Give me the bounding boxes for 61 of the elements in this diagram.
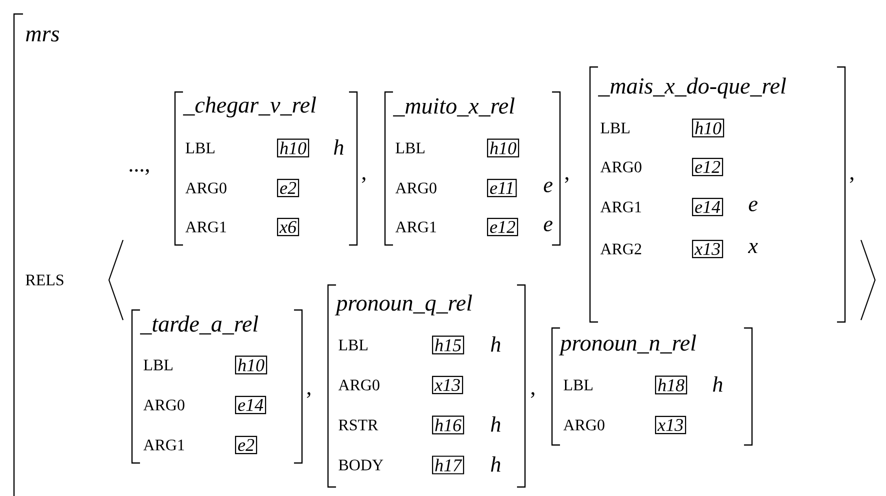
sort-label: h: [491, 336, 500, 352]
tag-box: e14: [692, 198, 724, 216]
tag-box: h10: [487, 138, 520, 158]
feature-name: RSTR: [338, 420, 378, 430]
feature-name: ARG2: [600, 244, 642, 254]
comma: ,: [307, 392, 310, 398]
type-name: pronoun_n_rel: [558, 334, 696, 356]
tag-box: h17: [432, 456, 464, 474]
comma: ,: [565, 177, 568, 183]
feature-name: ARG0: [600, 162, 642, 172]
feature-name: LBL: [186, 142, 214, 154]
comma: ,: [531, 392, 534, 398]
type-name: mrs: [26, 30, 59, 42]
feature-name: LBL: [396, 142, 424, 154]
tag-box: h10: [277, 138, 310, 158]
feature-name: RELS: [26, 274, 64, 286]
tag-box: x13: [692, 240, 724, 258]
tag-box: x13: [432, 376, 464, 394]
type-name: _tarde_a_rel: [140, 316, 258, 334]
feature-name: LBL: [144, 360, 172, 370]
sort-label: h: [334, 139, 344, 155]
type-name: pronoun_q_rel: [334, 294, 472, 316]
feature-name: BODY: [338, 460, 384, 470]
feature-name: ARG1: [143, 440, 184, 450]
type-name: _mais_x_do-que_rel: [598, 78, 786, 98]
comma: ,: [850, 177, 854, 183]
comma: ,: [362, 177, 366, 183]
tag-box: e11: [487, 178, 517, 198]
type-name: _muito_x_rel: [393, 98, 514, 116]
tag-box: x6: [277, 218, 300, 236]
ellipsis: ...,: [130, 169, 149, 175]
feature-name: ARG1: [395, 222, 436, 232]
feature-name: ARG0: [143, 400, 184, 410]
feature-name: ARG0: [395, 182, 436, 194]
sort-label: h: [491, 456, 500, 472]
feature-name: ARG1: [185, 222, 226, 232]
sort-label: h: [713, 376, 722, 392]
feature-name: ARG0: [338, 380, 380, 390]
tag-box: h10: [692, 118, 724, 138]
feature-name: ARG1: [600, 202, 642, 212]
tag-box: e2: [277, 178, 300, 198]
feature-name: ARG0: [563, 420, 604, 430]
sort-label: e: [544, 182, 552, 192]
tag-box: x13: [655, 416, 686, 434]
type-name: _chegar_v_rel: [183, 96, 316, 118]
sort-label: h: [491, 416, 500, 432]
feature-name: LBL: [600, 122, 630, 134]
sort-label: e: [544, 220, 552, 232]
tag-box: e2: [235, 436, 258, 454]
tag-box: h10: [235, 356, 268, 374]
sort-label: x: [748, 242, 758, 254]
tag-box: e14: [235, 396, 266, 414]
tag-box: e12: [487, 218, 518, 236]
tag-box: h15: [432, 336, 464, 354]
feature-name: LBL: [338, 340, 368, 350]
sort-label: e: [748, 200, 758, 212]
feature-name: ARG0: [185, 182, 226, 194]
tag-box: e12: [692, 158, 724, 176]
tag-box: h18: [655, 376, 688, 394]
feature-name: LBL: [564, 380, 592, 390]
tag-box: h16: [432, 416, 464, 434]
